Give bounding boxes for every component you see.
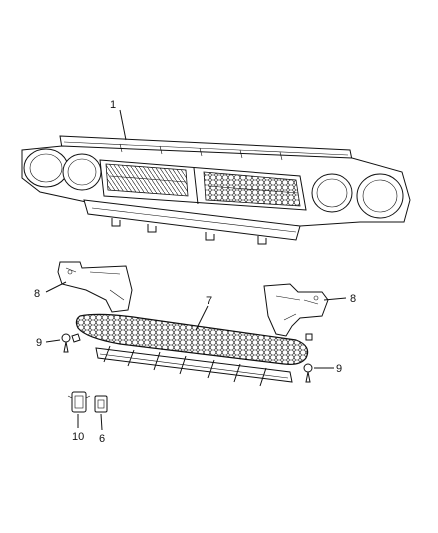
fastener-left <box>61 333 71 353</box>
callout-8-right: 8 <box>350 293 356 305</box>
callout-9-right: 9 <box>336 363 342 375</box>
leader-lines <box>45 109 347 431</box>
callout-9-left: 9 <box>36 337 42 349</box>
callout-1: 1 <box>110 99 116 111</box>
clip-6 <box>94 395 108 413</box>
callout-6: 6 <box>99 433 105 445</box>
callout-7: 7 <box>206 295 212 307</box>
callout-8-left: 8 <box>34 288 40 300</box>
grille-assembly <box>21 135 411 245</box>
clip-10 <box>67 391 91 413</box>
callout-10: 10 <box>72 431 84 443</box>
bracket-right <box>263 283 329 337</box>
fastener-right <box>303 363 313 383</box>
lower-grille <box>71 313 313 387</box>
bracket-left <box>57 261 133 313</box>
